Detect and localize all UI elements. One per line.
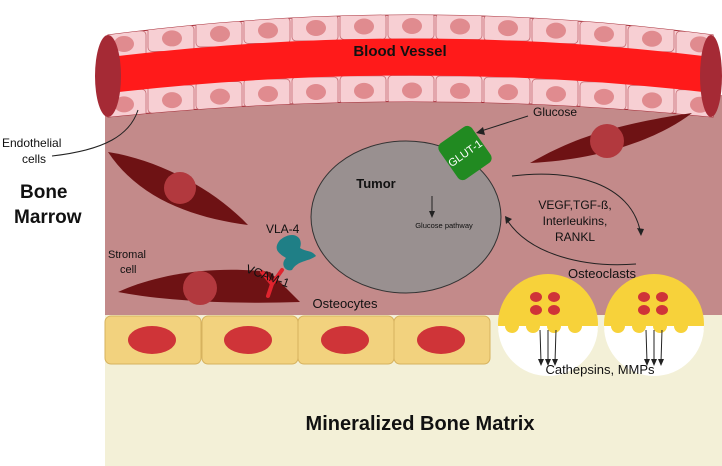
osteocyte-nucleus (321, 326, 369, 354)
bone-matrix-label: Mineralized Bone Matrix (306, 413, 535, 435)
stromal-nucleus (164, 172, 196, 204)
endothelial-nucleus (210, 88, 230, 105)
osteoclasts-label: Osteoclasts (568, 266, 636, 281)
osteocyte-nucleus (417, 326, 465, 354)
endothelial-nucleus (450, 82, 470, 99)
osteoclast (604, 274, 704, 376)
stromal-cell (530, 113, 692, 163)
factor-label: VEGF,TGF-ß, (538, 198, 611, 212)
osteoclast-nucleus (638, 292, 650, 302)
glucose-arrow (477, 115, 529, 133)
endothelial-nucleus (642, 30, 662, 47)
factor-label: RANKL (555, 230, 595, 244)
secretion-arrow (539, 329, 542, 363)
endothelial-nucleus (162, 92, 182, 109)
stromal-nucleus (590, 124, 624, 158)
endothelial-nucleus (354, 82, 374, 99)
osteocyte-nucleus (128, 326, 176, 354)
arrowhead (538, 359, 544, 366)
endothelial-nucleus (450, 18, 470, 35)
secretion-arrow (554, 329, 557, 363)
arrowhead (637, 228, 644, 236)
osteocytes-label: Osteocytes (312, 296, 378, 311)
endothelial-nucleus (210, 25, 230, 42)
stromal-label-line1: Stromal (108, 249, 146, 261)
osteoclast-nucleus (656, 305, 668, 315)
glut1-transporter (438, 125, 492, 181)
tumor-label: Tumor (356, 176, 395, 191)
bone-marrow-label-line1: Bone (20, 182, 68, 203)
vessel-lumen (110, 38, 712, 93)
secretion-arrow (660, 329, 663, 363)
osteoclast-nucleus (530, 305, 542, 315)
arrowhead (552, 359, 558, 366)
factor-label: Interleukins, (543, 214, 608, 228)
vcam1-molecule (260, 268, 284, 298)
endothelial-nucleus (546, 86, 566, 103)
stromal-cell (108, 152, 248, 225)
arrowhead (644, 359, 650, 366)
secretion-arrow (645, 329, 648, 363)
osteoclast-nucleus (638, 305, 650, 315)
endothelial-nucleus (162, 30, 182, 47)
factors-return-arrow (506, 219, 637, 266)
endothelial-leader-line (51, 109, 139, 157)
osteoclast-nucleus (656, 292, 668, 302)
endothelial-nucleus (546, 22, 566, 39)
endothelial-nucleus (498, 20, 518, 37)
endothelial-nucleus (354, 18, 374, 35)
endothelial-nucleus (594, 88, 614, 105)
osteocyte-row (104, 315, 491, 365)
bone-marrow-label-line2: Marrow (14, 207, 82, 228)
endothelial-nucleus (258, 22, 278, 39)
osteocyte-nucleus (224, 326, 272, 354)
vessel-right-end (700, 35, 722, 117)
endothelial-nucleus (402, 18, 422, 35)
endothelial-label-line2: cells (22, 152, 46, 166)
arrowhead (476, 127, 485, 135)
stromal-nucleus (183, 271, 217, 305)
endothelial-nucleus (114, 96, 134, 113)
vla4-label: VLA-4 (266, 222, 300, 236)
arrowhead (658, 359, 664, 366)
arrowhead (545, 359, 551, 366)
osteoclast-nucleus (530, 292, 542, 302)
endothelial-nucleus (594, 26, 614, 43)
vla4-receptor (276, 234, 316, 271)
tumor-cell (310, 140, 502, 294)
endothelial-nucleus (306, 19, 326, 36)
vessel-left-end (95, 35, 121, 117)
arrowhead (429, 211, 435, 218)
endothelial-label-line1: Endothelial (2, 136, 61, 150)
stromal-label-line2: cell (120, 264, 137, 276)
endothelial-nucleus (402, 82, 422, 99)
blood-vessel-label: Blood Vessel (353, 43, 446, 60)
cathepsins-label: Cathepsins, MMPs (545, 362, 655, 377)
stromal-cell (118, 269, 300, 305)
factors-out-arrow (511, 173, 641, 231)
arrowhead (651, 359, 657, 366)
glucose-pathway-label: Glucose pathway (415, 221, 473, 230)
glucose-label: Glucose (533, 105, 577, 119)
osteoclast-nucleus (548, 305, 560, 315)
arrowhead (505, 216, 512, 224)
blood-vessel (95, 14, 722, 118)
endothelial-nucleus (258, 85, 278, 102)
endothelial-nucleus (306, 84, 326, 101)
endothelial-nucleus (498, 84, 518, 101)
endothelial-nucleus (114, 35, 134, 52)
osteoclast-nucleus (548, 292, 560, 302)
endothelial-nucleus (642, 92, 662, 109)
